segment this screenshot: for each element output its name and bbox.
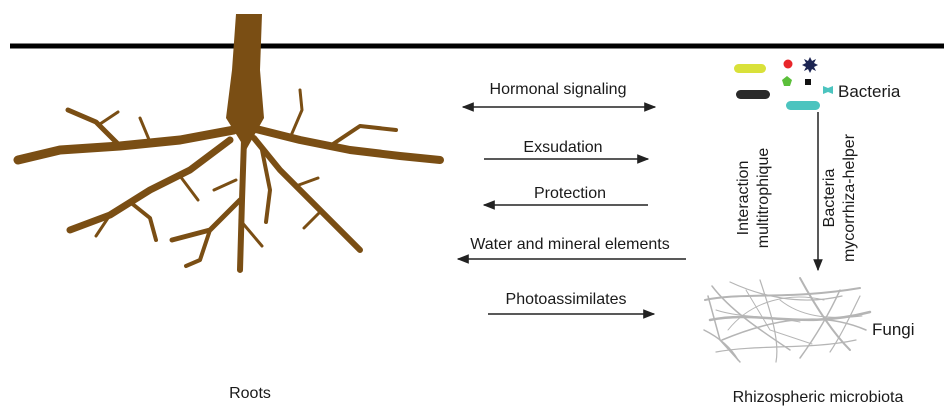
interaction-label-line2: multitrophique: [755, 148, 772, 249]
bacteria-red-coccus-icon: [784, 60, 793, 69]
mhb-label-line1: Bacteria: [821, 169, 838, 228]
mhb-label: Bacteria mycorrhiza-helper: [821, 133, 858, 262]
bacteria-green-pentagon-icon: [782, 76, 792, 86]
bacteria-black-square-icon: [805, 79, 811, 85]
exchange-label-water-minerals: Water and mineral elements: [470, 236, 670, 253]
fungi-label: Fungi: [872, 320, 915, 339]
roots-caption: Roots: [229, 385, 271, 402]
bacteria-yellow-rod-icon: [734, 64, 766, 73]
bacteria-label: Bacteria: [838, 82, 901, 101]
bacteria-cluster: Bacteria: [734, 57, 901, 110]
microbiota-caption: Rhizospheric microbiota: [733, 389, 904, 406]
exchange-label-hormonal-signaling: Hormonal signaling: [490, 81, 627, 98]
exchange-arrows: Hormonal signaling Exsudation Protection…: [458, 81, 686, 314]
fungi-mesh: [704, 278, 870, 362]
bacteria-teal-rod-icon: [786, 101, 820, 110]
interaction-label: Interaction multitrophique: [735, 148, 772, 249]
mhb-label-line2: mycorrhiza-helper: [841, 133, 858, 262]
bacteria-navy-star-icon: [802, 57, 818, 73]
interaction-label-line1: Interaction: [735, 161, 752, 236]
bacteria-dark-rod-icon: [736, 90, 770, 99]
exchange-label-protection: Protection: [534, 185, 606, 202]
exchange-label-exsudation: Exsudation: [523, 139, 602, 156]
root-system: [18, 14, 440, 270]
exchange-label-photoassimilates: Photoassimilates: [506, 291, 627, 308]
